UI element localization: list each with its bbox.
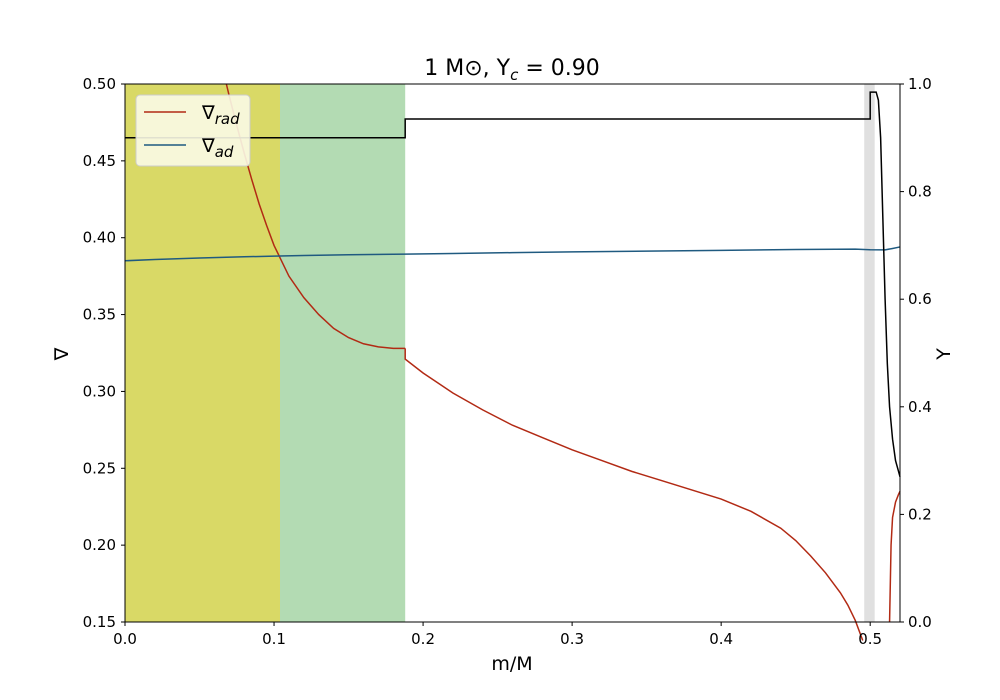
series-nabla_rad-segment-2 xyxy=(888,491,901,623)
chart-title: 1 M⊙, Yc = 0.90 xyxy=(424,56,600,84)
series-helium-segment-0 xyxy=(125,91,901,477)
y-tick-label-2: 0.25 xyxy=(83,459,116,477)
y-tick-label-0: 0.15 xyxy=(83,613,116,631)
x-tick-label-0: 0.0 xyxy=(113,630,137,648)
y-right-tick-label-1: 0.2 xyxy=(908,505,932,523)
x-tick-label-5: 0.5 xyxy=(858,630,882,648)
y-right-axis-label: Y xyxy=(933,348,955,361)
convective-regions xyxy=(125,84,875,622)
y-right-tick-label-0: 0.0 xyxy=(908,613,932,631)
x-tick-label-3: 0.3 xyxy=(560,630,584,648)
legend-label-nabla-rad: ∇rad xyxy=(201,102,240,128)
y-right-tick-label-3: 0.6 xyxy=(908,290,932,308)
y-tick-label-4: 0.35 xyxy=(83,306,116,324)
y-tick-label-7: 0.50 xyxy=(83,75,116,93)
region-band-0 xyxy=(125,84,280,622)
y-right-tick-label-2: 0.4 xyxy=(908,398,932,416)
plot-frame xyxy=(124,83,901,623)
y-tick-label-1: 0.20 xyxy=(83,536,116,554)
y-tick-label-3: 0.30 xyxy=(83,382,116,400)
x-axis-label: m/M xyxy=(491,653,532,675)
y-tick-label-5: 0.40 xyxy=(83,229,116,247)
legend-label-nabla-ad: ∇ad xyxy=(201,135,234,161)
x-tick-label-2: 0.2 xyxy=(411,630,435,648)
legend: ∇rad ∇ad xyxy=(135,94,251,167)
y-right-tick-label-4: 0.8 xyxy=(908,183,932,201)
y-axis-label: ∇ xyxy=(51,347,73,361)
series-nabla_rad-segment-1 xyxy=(404,348,864,641)
y-tick-label-6: 0.45 xyxy=(83,152,116,170)
series-lines xyxy=(124,83,901,641)
series-nabla_ad-segment-0 xyxy=(124,246,901,262)
y-right-tick-label-5: 1.0 xyxy=(908,75,932,93)
axis-ticks: 0.0 0.1 0.2 0.3 0.4 0.5 0.15 0.20 0.25 0.30 0.35 0.… xyxy=(83,75,932,648)
x-tick-label-1: 0.1 xyxy=(262,630,286,648)
region-band-1 xyxy=(280,84,406,622)
x-tick-label-4: 0.4 xyxy=(709,630,733,648)
region-band-2 xyxy=(864,84,875,622)
